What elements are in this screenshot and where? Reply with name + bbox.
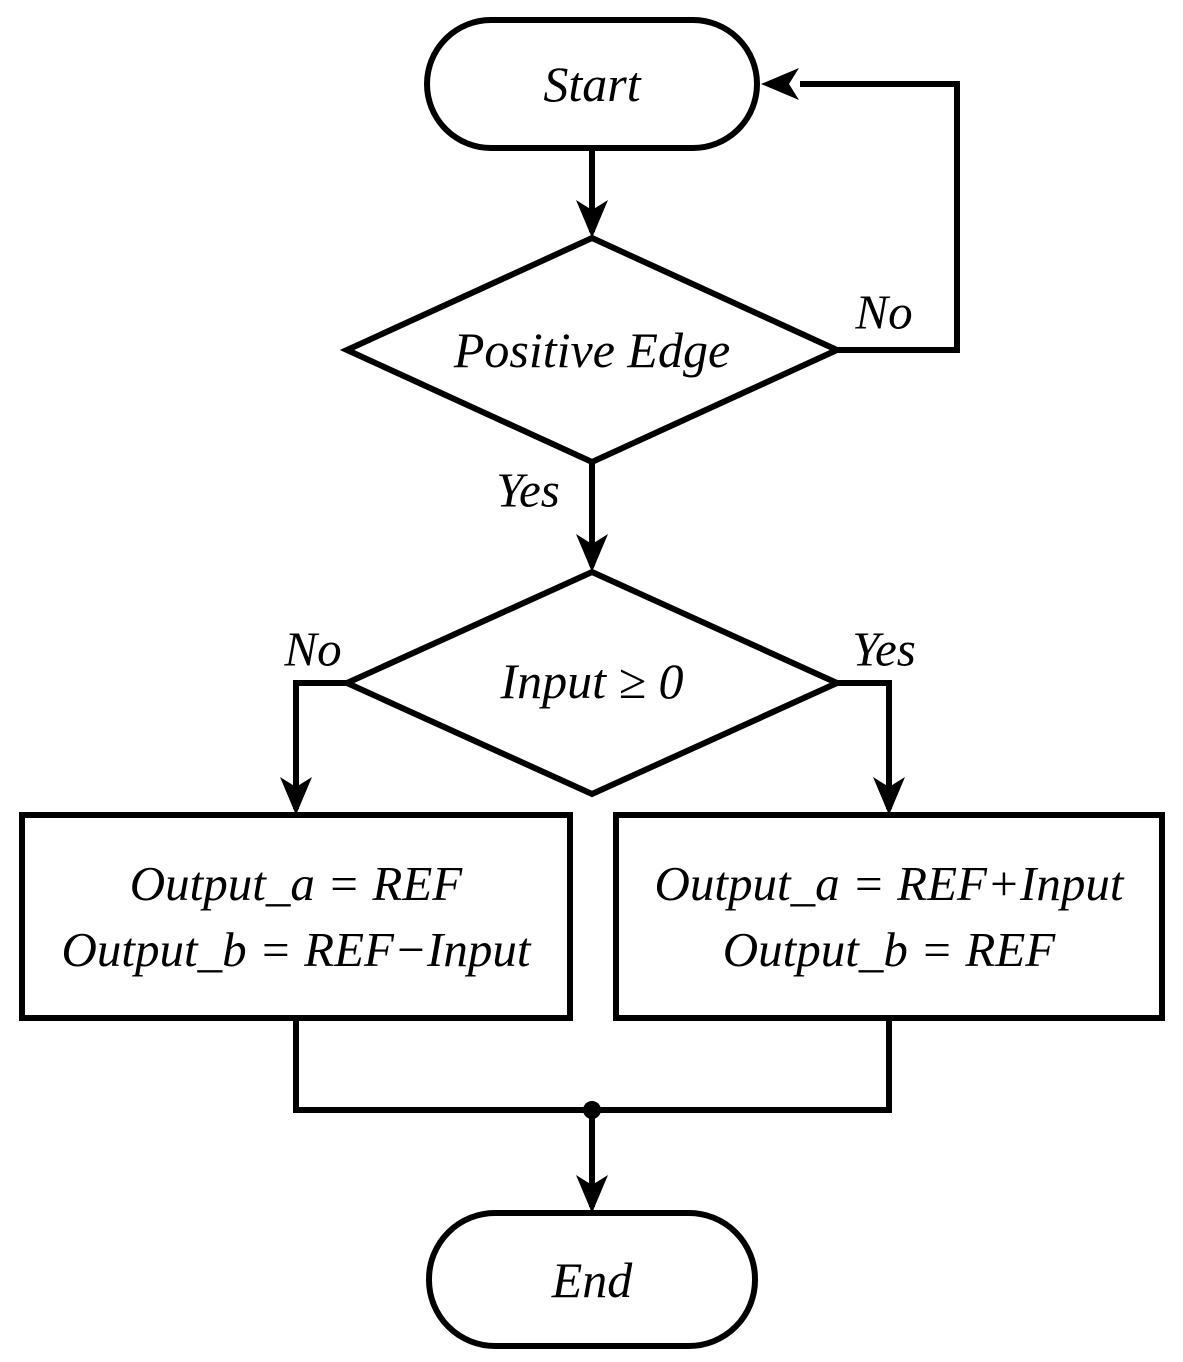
arrowhead-into-start <box>761 68 799 100</box>
arrowhead-into-decision2 <box>576 534 608 572</box>
decision2-label: Input ≥ 0 <box>500 653 684 709</box>
decision2-diamond-shape <box>339 568 845 798</box>
start-node-label: Start <box>543 56 641 112</box>
merge-junction-dot <box>583 1101 601 1119</box>
process-left-line2: Output_b = REF−Input <box>61 921 531 977</box>
end-node-label: End <box>551 1252 633 1308</box>
process-left-box: Output_a = REF Output_b = REF−Input <box>22 815 570 1018</box>
decision1-no-edge-label: No <box>855 284 913 340</box>
edge-decision2-no <box>293 680 347 809</box>
start-terminator-shape <box>424 17 760 151</box>
process-right-line1: Output_a = REF+Input <box>654 855 1124 911</box>
decision1-label: Positive Edge <box>453 322 731 378</box>
process-right-box: Output_a = REF+Input Output_b = REF <box>616 815 1162 1018</box>
arrowhead-into-end <box>576 1175 608 1213</box>
edge-process-left-to-junction <box>293 1018 592 1113</box>
decision1-diamond-shape <box>339 234 845 466</box>
decision2-no-edge-label: No <box>284 621 342 677</box>
arrowhead-into-decision1 <box>576 200 608 238</box>
edge-process-right-to-junction <box>592 1018 892 1113</box>
edge-decision1-no-loop <box>800 81 960 353</box>
edge-decision2-yes <box>837 680 892 809</box>
process-right-line2: Output_b = REF <box>722 921 1056 977</box>
decision2-yes-edge-label: Yes <box>852 621 916 677</box>
process-left-line1: Output_a = REF <box>129 855 463 911</box>
arrowhead-into-process-right <box>873 777 905 815</box>
arrowhead-into-process-left <box>280 777 312 815</box>
decision1-yes-edge-label: Yes <box>496 462 560 518</box>
